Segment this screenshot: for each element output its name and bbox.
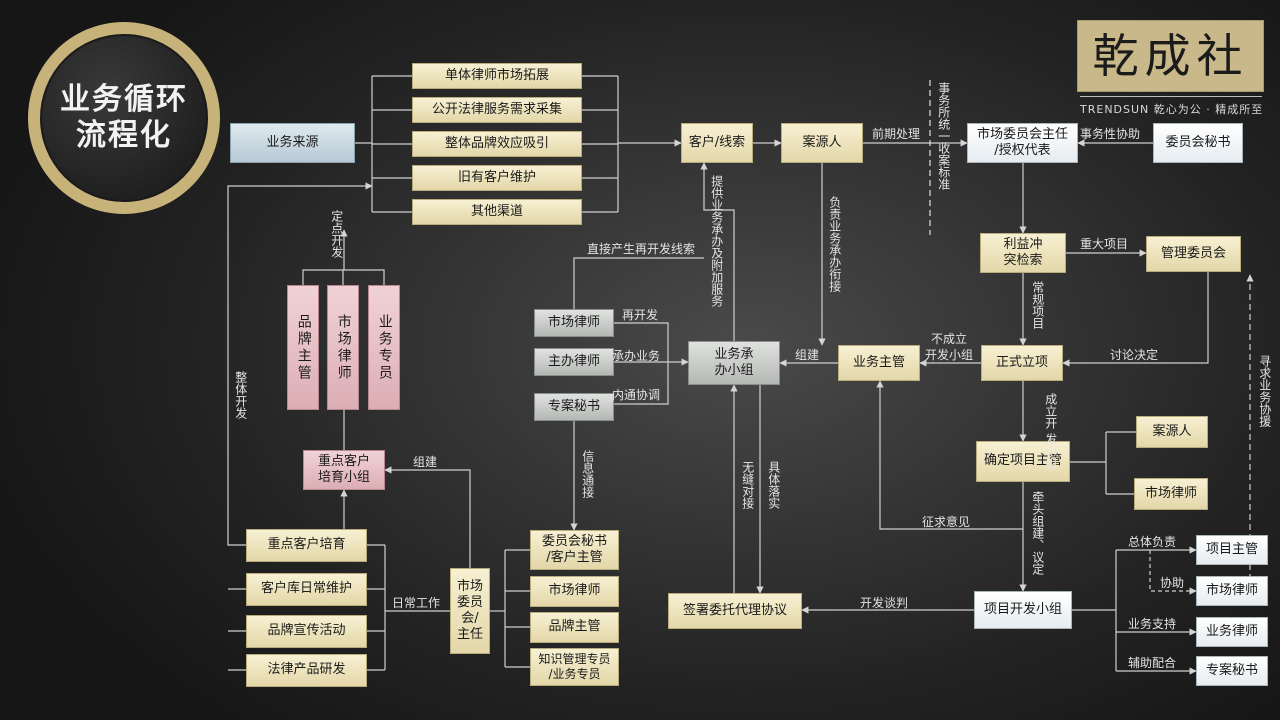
label-pre-process: 前期处理 [872, 127, 921, 141]
node-task-3: 品牌宣传活动 [246, 615, 367, 648]
label-redevelop: 再开发 [622, 308, 659, 322]
node-staff-1: 委员会秘书 /客户主管 [530, 530, 619, 570]
node-handling-member-3: 专案秘书 [534, 393, 614, 421]
label-info-link: 信息通接 [580, 450, 595, 498]
node-channel-5: 其他渠道 [412, 199, 582, 225]
node-committee-chair: 市场 委员 会/ 主任 [450, 568, 490, 654]
label-seamless: 无缝对接 [740, 461, 755, 509]
node-task-1: 重点客户培育 [246, 529, 367, 562]
label-build: 组建 [413, 455, 438, 469]
node-staff-3: 品牌主管 [530, 612, 619, 643]
node-sign-agreement: 签署委托代理协议 [668, 593, 802, 629]
logo-brand: TRENDSUN [1080, 103, 1150, 116]
label-not-formed: 不成立 开发小组 [925, 332, 974, 362]
label-overall: 整体开发 [233, 371, 248, 419]
label-major-project: 重大项目 [1080, 237, 1129, 251]
connector-57 [384, 466, 471, 568]
connector-26 [876, 380, 1023, 530]
connector-21 [1062, 272, 1209, 367]
node-dev-role-4: 专案秘书 [1196, 656, 1268, 686]
label-unified-standard: 事务所统一收案标准 [936, 82, 951, 190]
node-key-member-1: 品牌主管 [287, 285, 319, 410]
node-channel-2: 公开法律服务需求采集 [412, 97, 582, 123]
node-key-member-2: 市场律师 [327, 285, 359, 410]
title-line-1: 业务循环 [60, 82, 188, 117]
node-confirm-role-2: 市场律师 [1134, 478, 1208, 510]
title-badge: 业务循环 流程化 [28, 22, 220, 214]
label-formed: 成立开 发小组 [1043, 393, 1058, 469]
node-dev-role-1: 项目主管 [1196, 535, 1268, 565]
label-undertake: 承办业务 [612, 349, 661, 363]
node-dev-role-2: 市场律师 [1196, 576, 1268, 606]
label-daily-work: 日常工作 [392, 596, 441, 610]
node-formal-approval: 正式立项 [981, 345, 1063, 381]
label-targeted: 定点开发 [329, 210, 344, 258]
label-internal: 内通协调 [612, 388, 661, 402]
node-channel-3: 整体品牌效应吸引 [412, 131, 582, 157]
label-seek-support: 寻求业务协援 [1257, 355, 1272, 427]
label-extra-service: 提供业务承办及附加服务 [709, 175, 724, 307]
label-overall-lead: 总体负责 [1128, 535, 1177, 549]
logo-divider [1080, 96, 1262, 97]
node-management-committee: 管理委员会 [1146, 236, 1241, 272]
node-client-lead: 客户/线索 [681, 123, 753, 163]
brand-logo: 乾成社 [1077, 20, 1264, 92]
node-business-source: 业务来源 [230, 123, 355, 163]
label-lead-build: 牵头组建、议定 [1030, 491, 1045, 575]
label-direct-lead: 直接产生再开发线索 [587, 242, 696, 256]
node-staff-4: 知识管理专员 /业务专员 [530, 648, 619, 686]
connector-39 [1149, 550, 1197, 595]
node-staff-2: 市场律师 [530, 576, 619, 607]
node-handling-member-2: 主办律师 [534, 348, 614, 376]
title-line-2: 流程化 [76, 118, 172, 153]
label-affair-coord: 事务性协助 [1080, 127, 1141, 141]
node-dev-team: 项目开发小组 [974, 591, 1072, 629]
title-badge-inner: 业务循环 流程化 [40, 34, 208, 202]
node-channel-4: 旧有客户维护 [412, 165, 582, 191]
connector-29 [700, 162, 735, 341]
label-assist: 协助 [1160, 576, 1185, 590]
node-handling-team: 业务承 办小组 [688, 341, 780, 385]
connector-48 [227, 182, 373, 546]
node-conflict-check: 利益冲 突检索 [980, 233, 1066, 273]
node-case-source: 案源人 [781, 123, 863, 163]
label-seek-opinion: 征求意见 [922, 515, 971, 529]
node-task-4: 法律产品研发 [246, 654, 367, 687]
label-routine: 常规项目 [1030, 281, 1045, 329]
node-task-2: 客户库日常维护 [246, 573, 367, 606]
label-discuss: 讨论决定 [1110, 348, 1159, 362]
label-responsible: 负责业务承办衔接 [827, 196, 842, 292]
node-channel-1: 单体律师市场拓展 [412, 63, 582, 89]
node-committee-head: 市场委员会主任 /授权代表 [967, 123, 1078, 163]
logo-tagline: TRENDSUN 乾心为公 · 精成所至 [1080, 101, 1262, 117]
node-confirm-lead: 确定项目主管 [976, 441, 1070, 482]
node-business-supervisor: 业务主管 [838, 345, 920, 381]
label-support: 业务支持 [1128, 617, 1177, 631]
logo-slogan: 乾心为公 · 精成所至 [1153, 103, 1264, 116]
node-key-member-3: 业务专员 [368, 285, 400, 410]
logo-calligraphy: 乾成社 [1092, 29, 1249, 83]
node-confirm-role-1: 案源人 [1136, 416, 1208, 448]
label-form-group: 组建 [795, 348, 820, 362]
connector-44 [573, 257, 704, 309]
node-key-client-group: 重点客户 培育小组 [303, 450, 385, 490]
label-specific-impl: 具体落实 [766, 461, 781, 509]
node-committee-secretary: 委员会秘书 [1153, 123, 1243, 163]
label-develop-negotiate: 开发谈判 [860, 596, 909, 610]
label-coordinate: 辅助配合 [1128, 656, 1177, 670]
node-handling-member-1: 市场律师 [534, 309, 614, 337]
connector-45 [614, 322, 669, 405]
node-dev-role-3: 业务律师 [1196, 617, 1268, 647]
